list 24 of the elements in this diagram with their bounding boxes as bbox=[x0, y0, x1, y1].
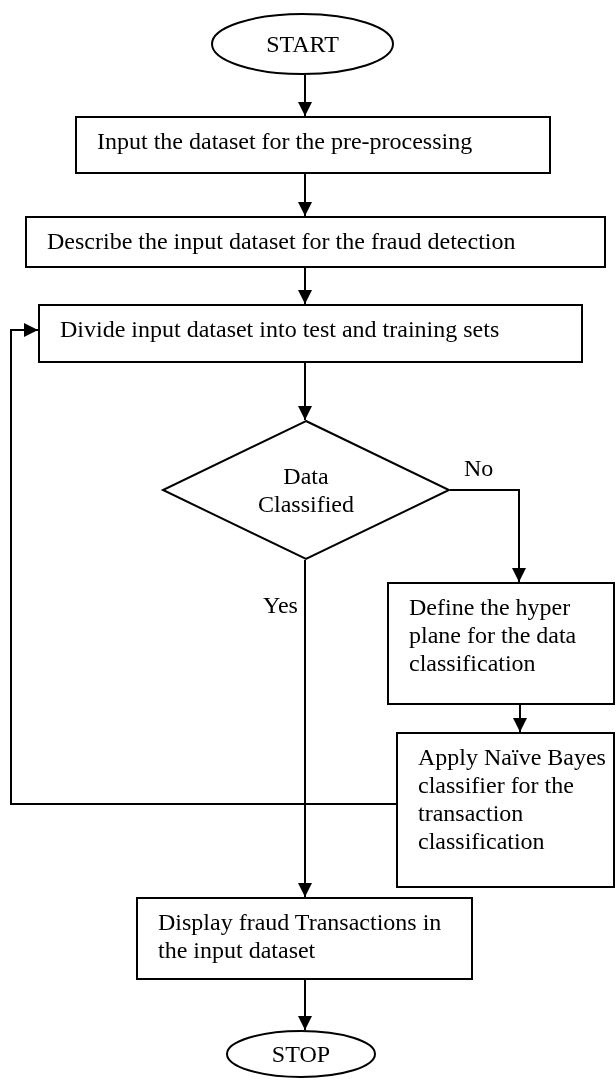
process-box bbox=[25, 216, 606, 268]
step-text: Input the dataset for the pre-processing bbox=[97, 127, 474, 155]
arrow bbox=[449, 489, 526, 583]
arrow bbox=[298, 559, 312, 898]
arrow bbox=[298, 362, 312, 421]
step-text: Define the hyper plane for the data classification bbox=[409, 593, 578, 677]
step-text: Describe the input dataset for the fraud detection bbox=[47, 227, 517, 255]
terminal-text: STOP bbox=[271, 1040, 331, 1068]
arrow bbox=[10, 323, 397, 805]
arrow bbox=[513, 704, 527, 733]
arrow bbox=[298, 173, 312, 217]
arrow bbox=[298, 979, 312, 1031]
process-box bbox=[387, 582, 615, 705]
process-box bbox=[38, 304, 583, 363]
process-box bbox=[75, 116, 551, 174]
step-text: Display fraud Transactions in the input dataset bbox=[158, 908, 443, 964]
arrow bbox=[298, 267, 312, 305]
step-text: Divide input dataset into test and training sets bbox=[60, 315, 501, 343]
process-box bbox=[136, 897, 473, 980]
decision-text: Data Classified bbox=[257, 462, 355, 518]
step-text: Apply Naïve Bayes classifier for the transaction classification bbox=[418, 743, 606, 855]
process-box bbox=[396, 732, 615, 888]
terminal-text: START bbox=[266, 30, 339, 58]
arrow bbox=[298, 74, 312, 117]
